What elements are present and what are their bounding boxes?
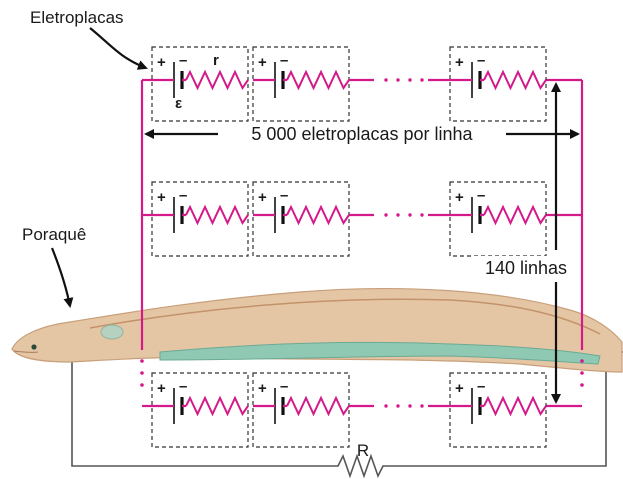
svg-text:+: + xyxy=(258,189,267,206)
poraque-label: Poraquê xyxy=(22,225,86,244)
emf-label: ε xyxy=(175,95,182,112)
svg-text:+: + xyxy=(157,54,166,71)
electroplate-cell: +– xyxy=(252,181,350,257)
electroplate-row: +–+–+– xyxy=(151,181,547,257)
rows-label: 140 linhas xyxy=(485,258,567,278)
electroplate-cell: +– xyxy=(151,372,249,448)
electroplate-cell: +– xyxy=(151,46,249,122)
internal-resistance-label: r xyxy=(213,52,219,69)
svg-text:+: + xyxy=(157,189,166,206)
electroplate-cell: +– xyxy=(151,181,249,257)
bus-wires xyxy=(140,78,584,408)
poraque-pointer xyxy=(50,247,74,308)
electroplate-cell: +– xyxy=(449,46,547,122)
svg-text:–: – xyxy=(179,52,187,69)
svg-text:–: – xyxy=(280,187,288,204)
electroplate-cell: +– xyxy=(252,372,350,448)
external-resistor xyxy=(330,453,410,479)
eel-mouth xyxy=(13,350,39,353)
vertical-continuation-dots xyxy=(140,359,584,387)
external-resistance-label: R xyxy=(357,441,369,460)
electroplate-cell: +– xyxy=(449,372,547,448)
svg-text:–: – xyxy=(280,52,288,69)
svg-text:+: + xyxy=(157,380,166,397)
eel-illustration xyxy=(11,287,623,373)
svg-text:+: + xyxy=(455,380,464,397)
eletroplacas-pointer xyxy=(89,27,148,70)
electroplate-cell: +– xyxy=(252,46,350,122)
electroplate-row: +–+–+– xyxy=(151,46,547,122)
svg-text:–: – xyxy=(477,52,485,69)
svg-text:+: + xyxy=(455,189,464,206)
eel-belly-fin xyxy=(159,341,601,365)
svg-text:–: – xyxy=(179,378,187,395)
svg-text:+: + xyxy=(258,54,267,71)
electroplate-cell: +– xyxy=(449,181,547,257)
svg-text:–: – xyxy=(179,187,187,204)
electroplate-row: +–+–+– xyxy=(151,372,547,448)
per-row-label: 5 000 eletroplacas por linha xyxy=(251,124,473,144)
svg-text:+: + xyxy=(258,380,267,397)
svg-text:–: – xyxy=(280,378,288,395)
eel-eye xyxy=(31,344,37,350)
electroplate-rows: +–+–+–+–+–+–+–+–+– xyxy=(151,46,547,448)
eletroplacas-label: Eletroplacas xyxy=(30,8,124,27)
svg-text:–: – xyxy=(477,187,485,204)
eel-dorsal-line xyxy=(89,298,601,335)
rows-label-bg xyxy=(472,256,580,280)
eel-pectoral-fin xyxy=(100,324,124,340)
svg-text:+: + xyxy=(455,54,464,71)
svg-text:–: – xyxy=(477,378,485,395)
